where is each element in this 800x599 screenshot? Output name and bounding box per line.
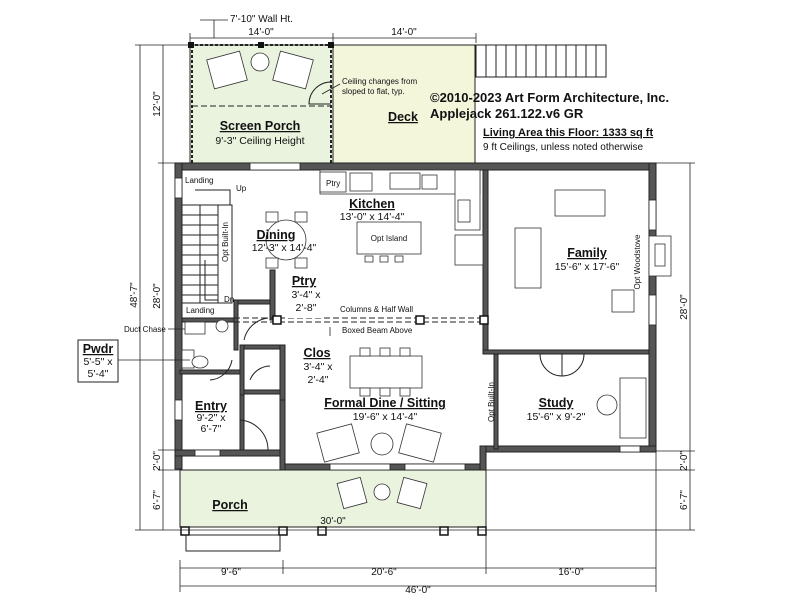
dim-left-porch: 6'-7" (152, 490, 163, 510)
ptry-small-label: Ptry (326, 179, 340, 188)
powder-room-fixtures (181, 319, 229, 369)
columns-note: Columns & Half Wall (340, 305, 413, 314)
porch-steps (185, 534, 281, 552)
plan-id: Applejack 261.122.v6 GR (430, 106, 584, 121)
deck-area (332, 44, 476, 164)
room-powder-name: Pwdr (83, 342, 114, 356)
kitchen-counters (319, 169, 484, 266)
living-area: Living Area this Floor: 1333 sq ft (483, 127, 653, 139)
ceilings-note: 9 ft Ceilings, unless noted otherwise (483, 142, 644, 153)
formal-sitting-chairs (316, 423, 442, 463)
powder-label-box (77, 339, 119, 383)
room-dining-dim: 12'-3" x 14'-4" (252, 242, 317, 254)
room-family-name: Family (567, 246, 607, 260)
room-entry-dim2: 6'-7" (201, 423, 222, 435)
room-study-name: Study (539, 396, 574, 410)
screen-porch-walls (188, 42, 334, 163)
opt-woodstove-label: Opt Woodstove (633, 234, 642, 290)
fridge (319, 171, 347, 193)
opt-builtin-left-label: Opt Built-In (221, 222, 230, 262)
ceiling-change-note-1: Ceiling changes from (342, 77, 417, 86)
leader-lines (118, 83, 341, 361)
duct-chase-label: Duct Chase (124, 325, 166, 334)
dim-right-gap: 2'-0" (679, 451, 690, 471)
room-pantry-dim2: 2'-8" (296, 302, 317, 314)
room-powder-dim2: 5'-4" (88, 368, 109, 380)
kitchen-island (356, 221, 422, 263)
dim-bottom-total: 46'-0" (405, 585, 431, 596)
deck-stairs (475, 44, 607, 78)
columns-half-wall (234, 315, 489, 325)
doors[interactable] (209, 317, 271, 451)
room-screen-porch-name: Screen Porch (220, 119, 301, 133)
dimension-lines (135, 19, 695, 592)
dim-right-porch: 6'-7" (679, 490, 690, 510)
landing-top-label: Landing (185, 176, 213, 185)
dn-label: Dn (224, 295, 234, 304)
wall-height-note: 7'-10" Wall Ht. (230, 14, 293, 25)
room-formal-name: Formal Dine / Sitting (324, 396, 446, 410)
room-screen-porch-dim: 9'-3" Ceiling Height (215, 135, 304, 147)
study-french-doors[interactable] (539, 353, 585, 377)
dim-bottom-mid: 20'-6" (371, 567, 397, 578)
room-closet-dim1: 3'-4" x (303, 361, 333, 373)
landing-bottom-label: Landing (186, 306, 214, 315)
dim-left-porch-gap: 2'-0" (152, 451, 163, 471)
room-pantry-name: Ptry (292, 274, 316, 288)
porch-furniture (336, 476, 428, 510)
room-deck-name: Deck (388, 110, 418, 124)
dim-left-top: 12'-0" (152, 91, 163, 117)
screen-porch-door[interactable] (308, 81, 332, 105)
copyright-line: ©2010-2023 Art Form Architecture, Inc. (430, 90, 669, 105)
opt-builtin-study-label: Opt Built-In (487, 382, 496, 422)
study-desk (596, 377, 647, 439)
room-family-dim: 15'-6" x 17'-6" (555, 261, 620, 273)
stair (181, 189, 233, 304)
room-entry-name: Entry (195, 399, 227, 413)
room-kitchen-dim: 13'-0" x 14'-4" (340, 211, 405, 223)
room-closet-name: Clos (303, 346, 330, 360)
dim-bottom-left: 9'-6" (221, 567, 241, 578)
dim-porch-width: 30'-0" (320, 516, 346, 527)
up-label: Up (236, 184, 247, 193)
room-kitchen-name: Kitchen (349, 197, 395, 211)
dim-top-left: 14'-0" (248, 27, 274, 38)
dim-bottom-right: 16'-0" (558, 567, 584, 578)
formal-dining-table (349, 347, 423, 397)
woodstove (648, 235, 672, 277)
room-study-dim: 15'-6" x 9'-2" (527, 411, 586, 423)
interior-walls (179, 169, 650, 451)
opt-island-label: Opt Island (371, 234, 407, 243)
dining-table (265, 211, 308, 269)
family-furniture (514, 189, 635, 313)
dim-right-main: 28'-0" (679, 294, 690, 320)
dim-left-inner: 28'-0" (152, 283, 163, 309)
screen-porch-furniture (206, 50, 314, 90)
room-entry-dim1: 9'-2" x (196, 412, 226, 424)
ceiling-change-note-2: sloped to flat, typ. (342, 87, 405, 96)
pantry-label-box (285, 272, 323, 318)
dim-top-right: 14'-0" (391, 27, 417, 38)
room-pantry-dim1: 3'-4" x (291, 289, 321, 301)
porch-columns (180, 526, 487, 536)
room-powder-dim1: 5'-5" x (83, 356, 113, 368)
boxed-beam-note: Boxed Beam Above (342, 326, 413, 335)
room-closet-dim2: 2'-4" (308, 374, 329, 386)
room-formal-dim: 19'-6" x 14'-4" (353, 411, 418, 423)
room-dining-name: Dining (257, 228, 296, 242)
windows (174, 162, 657, 471)
room-porch-name: Porch (212, 498, 247, 512)
dim-left-total: 48'-7" (129, 282, 140, 308)
